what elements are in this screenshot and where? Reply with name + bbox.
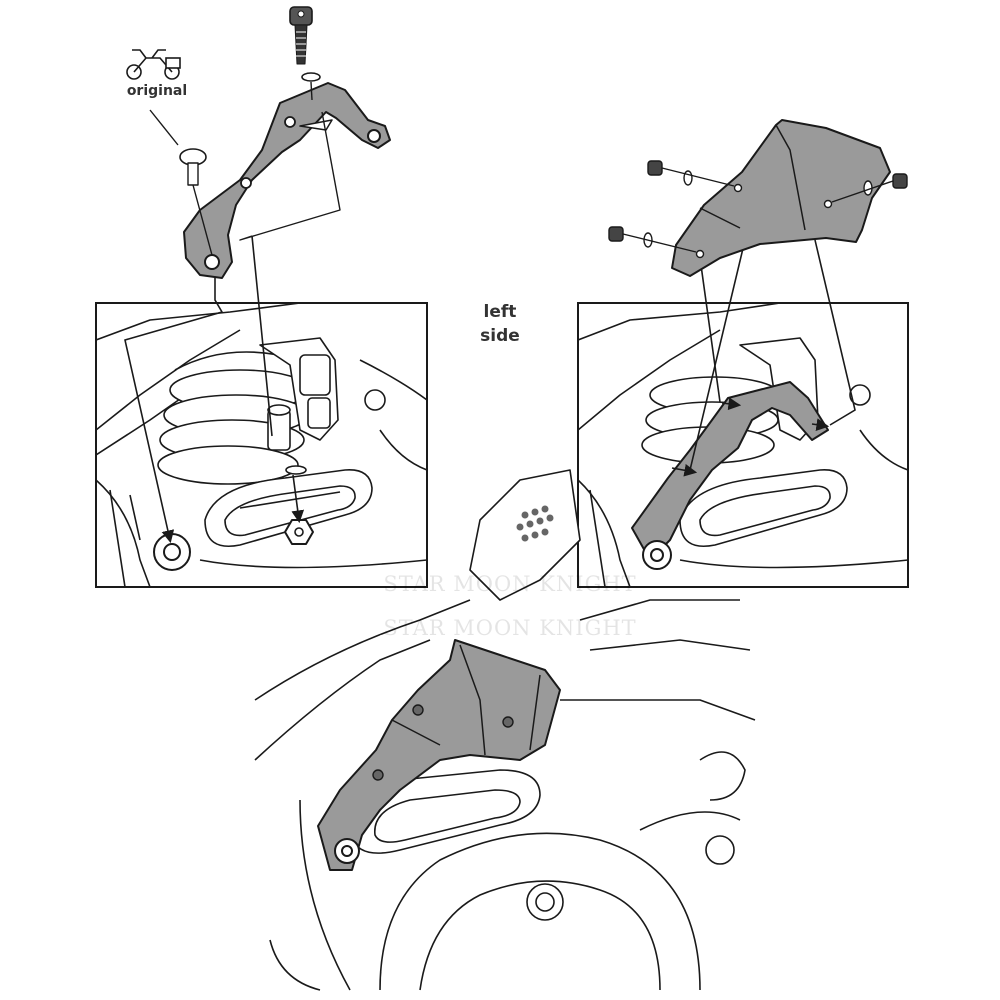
cover-bolt-3 — [831, 173, 908, 203]
exploded-bracket-left — [149, 6, 391, 279]
cover-bolt-1 — [647, 160, 735, 187]
side-label: left side — [460, 300, 540, 348]
exploded-cover-plate — [608, 119, 908, 277]
motorcycle-icon — [126, 49, 181, 80]
watermark-line2: STAR MOON KNIGHT — [383, 616, 637, 640]
assembled-view — [254, 469, 756, 991]
side-label-line1: left — [483, 302, 517, 322]
side-label-line2: side — [480, 326, 520, 346]
original-label: original — [126, 83, 188, 99]
left-detail-panel — [95, 235, 428, 588]
bolt-icon — [289, 6, 321, 82]
cover-bolt-2 — [608, 226, 697, 253]
right-detail-panel — [577, 239, 909, 588]
watermark-line1: STAR MOON KNIGHT — [383, 572, 637, 596]
original-bolt-icon — [179, 148, 207, 186]
